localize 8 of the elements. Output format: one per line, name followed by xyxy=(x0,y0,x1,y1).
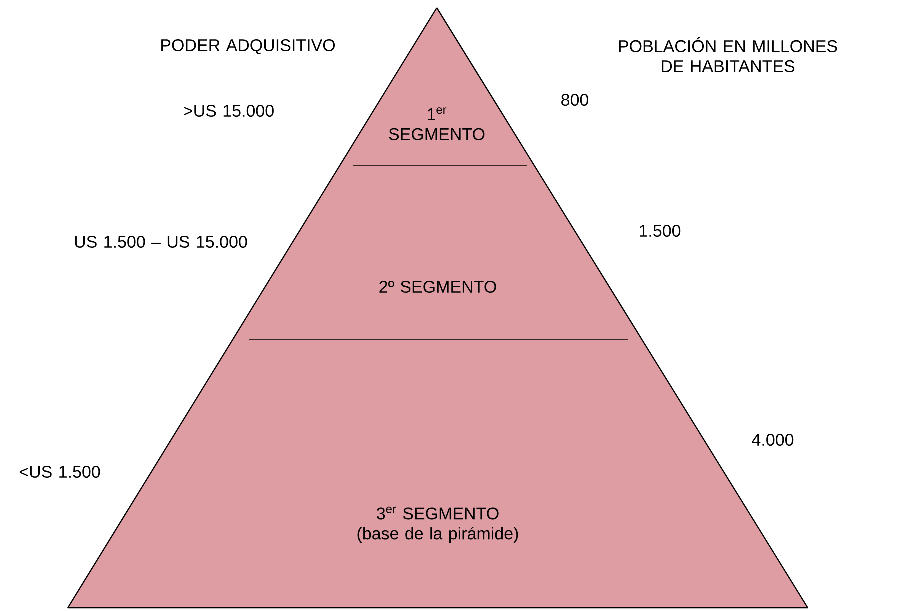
label-text: 4.000 xyxy=(752,434,794,446)
pyramid-segment: 1$^{er}$ SEGMENTO xyxy=(339,7,536,167)
node-label: 2º SEGMENTO xyxy=(380,280,496,294)
label-text: 800 xyxy=(562,94,589,106)
label-text: >US 15.000 xyxy=(184,104,274,118)
label-text: POBLACIÓN EN MILLONES DE HABITANTES xyxy=(619,38,838,72)
node-label: 1$^{er}$ SEGMENTO xyxy=(389,108,485,140)
label-text: 1.500 xyxy=(640,224,681,238)
